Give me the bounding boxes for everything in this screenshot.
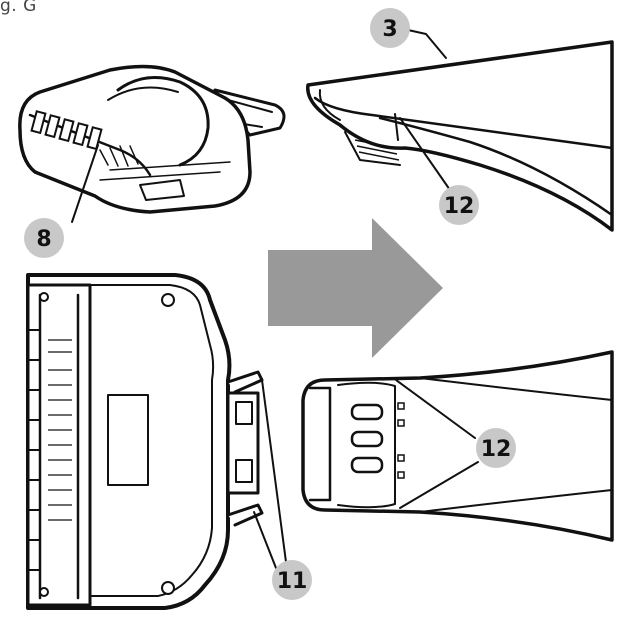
callout-8-leader: [71, 144, 99, 223]
handle-side-view-drawing: [306, 40, 614, 232]
callout-12-bottom-leader-a: [395, 379, 476, 439]
svg-text:12: 12: [481, 437, 512, 462]
svg-text:12: 12: [444, 194, 475, 219]
callout-11: 11: [272, 560, 312, 600]
figure-label: g. G: [0, 0, 37, 16]
svg-text:8: 8: [36, 227, 51, 252]
direction-arrow: [268, 218, 443, 358]
callout-12-top: 12: [439, 185, 479, 225]
callout-12-bottom-leader-b: [399, 461, 479, 509]
svg-text:11: 11: [277, 569, 308, 594]
callout-12-top-leader: [399, 117, 451, 191]
svg-text:3: 3: [382, 17, 397, 42]
handle-front-view-drawing: [301, 350, 614, 542]
callout-11-leader-a: [261, 379, 287, 563]
callout-3-leader: [407, 29, 447, 59]
callout-8: 8: [24, 218, 64, 258]
attachment-head-drawing: [18, 64, 286, 214]
callout-3: 3: [370, 8, 410, 48]
callout-11-leader-b: [253, 511, 277, 569]
callout-12-bottom: 12: [476, 428, 516, 468]
attachment-top-view-drawing: [26, 273, 264, 610]
